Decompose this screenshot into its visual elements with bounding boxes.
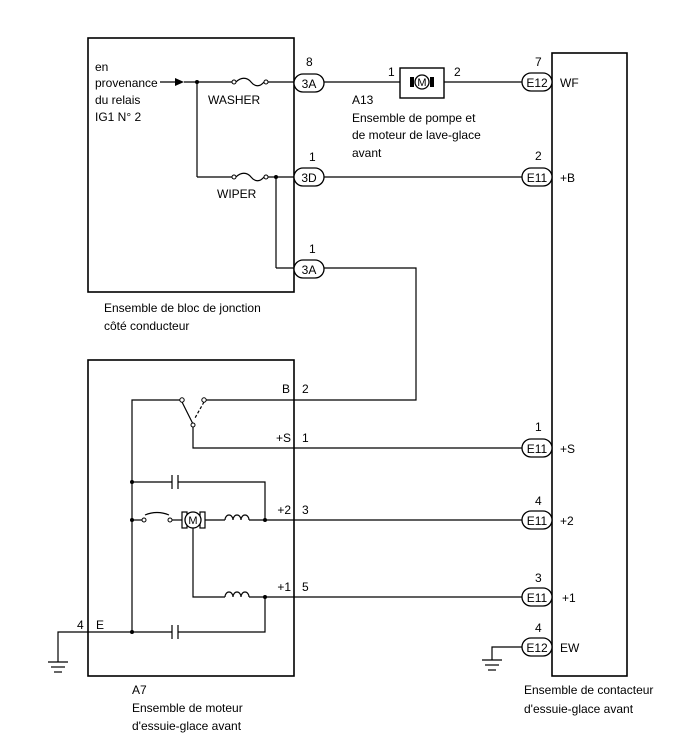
junction-block-label-line-1: Ensemble de bloc de jonction bbox=[104, 301, 261, 315]
washer-pump bbox=[399, 67, 445, 99]
switch-1-connector bbox=[521, 587, 553, 607]
switch-s-name: +S bbox=[560, 442, 575, 456]
wiper-motor-box bbox=[87, 359, 295, 677]
motor-terminal-2-name: +2 bbox=[277, 503, 291, 517]
motor-terminal-s-pin: 1 bbox=[302, 431, 309, 445]
source-text-line-1: en bbox=[95, 60, 108, 74]
switch-1-pin: 3 bbox=[535, 571, 542, 585]
motor-terminal-s-name: +S bbox=[276, 431, 291, 445]
switch-2-connector bbox=[521, 510, 553, 530]
washer-fuse-label: WASHER bbox=[208, 93, 261, 107]
switch-label-line-1: Ensemble de contacteur bbox=[524, 683, 653, 697]
switch-s-pin: 1 bbox=[535, 420, 542, 434]
switch-1-code: E11 bbox=[527, 591, 548, 605]
switch-wf-code: E12 bbox=[526, 76, 548, 90]
junction-block-internal-wiring bbox=[160, 77, 296, 269]
switch-ew-connector bbox=[521, 637, 553, 657]
switch-b-code: E11 bbox=[527, 171, 548, 185]
motor-terminal-b-pin: 2 bbox=[302, 382, 309, 396]
switch-ew-pin: 4 bbox=[535, 621, 542, 635]
switch-b-name: +B bbox=[560, 171, 575, 185]
junction-block-label-line-2: côté conducteur bbox=[104, 319, 189, 333]
switch-s-connector bbox=[521, 438, 553, 458]
motor-terminal-e-pin: 4 bbox=[77, 618, 84, 632]
motor-terminal-b-name: B bbox=[282, 382, 290, 396]
motor-terminal-2-pin: 3 bbox=[302, 503, 309, 517]
wiper-motor-internal-wiring bbox=[100, 397, 294, 639]
pump-motor-symbol: M bbox=[417, 77, 426, 89]
switch-b-pin: 2 bbox=[535, 149, 542, 163]
switch-wf-connector bbox=[521, 72, 553, 92]
jb-connector-3-code: 3A bbox=[302, 263, 317, 277]
motor-terminal-1-name: +1 bbox=[277, 580, 291, 594]
pump-label-line-2: de moteur de lave-glace bbox=[352, 128, 481, 142]
pump-pin-2: 2 bbox=[454, 65, 461, 79]
switch-wf-pin: 7 bbox=[535, 55, 542, 69]
switch-2-name: +2 bbox=[560, 514, 574, 528]
motor-label-line-2: d'essuie-glace avant bbox=[132, 719, 242, 733]
motor-terminal-e-name: E bbox=[96, 618, 104, 632]
pump-label-line-3: avant bbox=[352, 146, 382, 160]
jb-connector-2-code: 3D bbox=[301, 171, 317, 185]
switch-2-code: E11 bbox=[527, 514, 548, 528]
external-wiring bbox=[48, 81, 522, 673]
wiper-fuse-label: WIPER bbox=[217, 187, 257, 201]
switch-b-connector bbox=[521, 167, 553, 187]
jb-connector-3-pin: 1 bbox=[309, 242, 316, 256]
jb-connector-1-pin: 8 bbox=[306, 55, 313, 69]
wiper-switch-box bbox=[551, 52, 628, 677]
jb-connector-1 bbox=[293, 73, 325, 93]
motor-id: A7 bbox=[132, 683, 147, 697]
switch-2-pin: 4 bbox=[535, 494, 542, 508]
switch-ew-code: E12 bbox=[526, 641, 548, 655]
switch-1-name: +1 bbox=[562, 591, 576, 605]
pump-id: A13 bbox=[352, 93, 374, 107]
switch-wf-name: WF bbox=[560, 76, 579, 90]
wiper-motor-symbol: M bbox=[188, 515, 197, 527]
pump-pin-1: 1 bbox=[388, 65, 395, 79]
jb-connector-3 bbox=[293, 259, 325, 279]
switch-ew-name: EW bbox=[560, 641, 580, 655]
source-text-line-3: du relais bbox=[95, 93, 140, 107]
motor-label-line-1: Ensemble de moteur bbox=[132, 701, 243, 715]
junction-block-box bbox=[87, 37, 295, 293]
jb-connector-2-pin: 1 bbox=[309, 150, 316, 164]
switch-s-code: E11 bbox=[527, 442, 548, 456]
motor-terminal-1-pin: 5 bbox=[302, 580, 309, 594]
pump-label-line-1: Ensemble de pompe et bbox=[352, 111, 476, 125]
source-text-line-4: IG1 N° 2 bbox=[95, 110, 141, 124]
switch-label-line-2: d'essuie-glace avant bbox=[524, 702, 634, 716]
jb-connector-1-code: 3A bbox=[302, 77, 317, 91]
source-text-line-2: provenance bbox=[95, 76, 158, 90]
